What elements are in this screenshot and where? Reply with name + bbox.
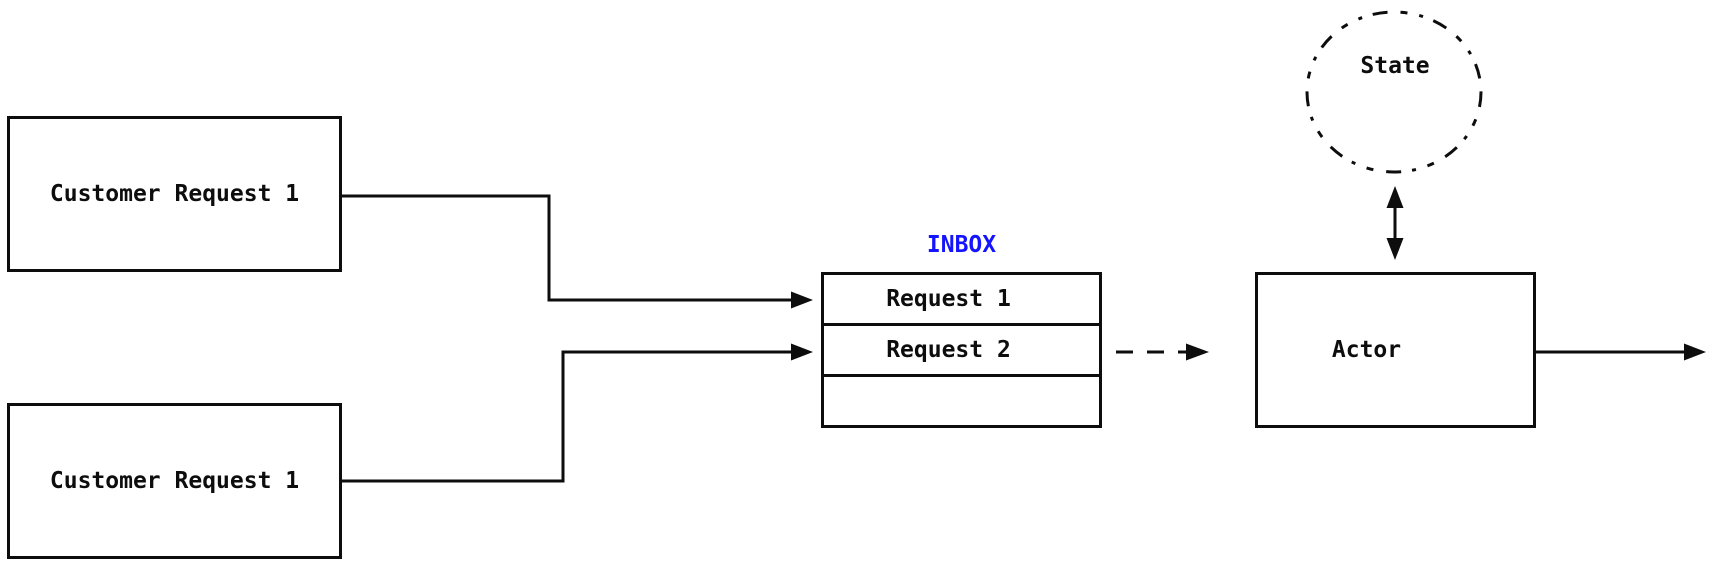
node-customer-request-top: Customer Request 1: [7, 116, 342, 272]
inbox-stack: Request 1 Request 2: [821, 272, 1102, 428]
arrowhead-customer-top-to-inbox-icon: [791, 291, 813, 309]
arrowhead-customer-bottom-to-inbox-icon: [791, 343, 813, 361]
inbox-row-3-empty: [824, 374, 1099, 425]
node-actor: Actor: [1255, 272, 1536, 428]
edge-customer-bottom-to-inbox: [342, 350, 791, 483]
arrowhead-actor-state-up-icon: [1386, 186, 1404, 208]
inbox-title: INBOX: [926, 232, 997, 258]
arrowhead-actor-output-icon: [1684, 343, 1706, 361]
node-customer-request-bottom: Customer Request 1: [7, 403, 342, 559]
node-actor-label: Actor: [1331, 337, 1402, 363]
state-bubble-outline: [1305, 10, 1483, 174]
state-label: State: [1360, 53, 1430, 79]
inbox-row-2-label: Request 2: [886, 337, 1011, 363]
node-customer-request-top-label: Customer Request 1: [49, 181, 300, 207]
edge-customer-top-to-inbox: [342, 194, 791, 302]
inbox-row-1-label: Request 1: [886, 286, 1011, 312]
arrowhead-actor-state-down-icon: [1386, 238, 1404, 260]
inbox-row-1: Request 1: [824, 275, 1099, 323]
inbox-row-2: Request 2: [824, 323, 1099, 374]
node-customer-request-bottom-label: Customer Request 1: [49, 468, 300, 494]
arrowhead-inbox-to-actor-icon: [1186, 343, 1209, 361]
